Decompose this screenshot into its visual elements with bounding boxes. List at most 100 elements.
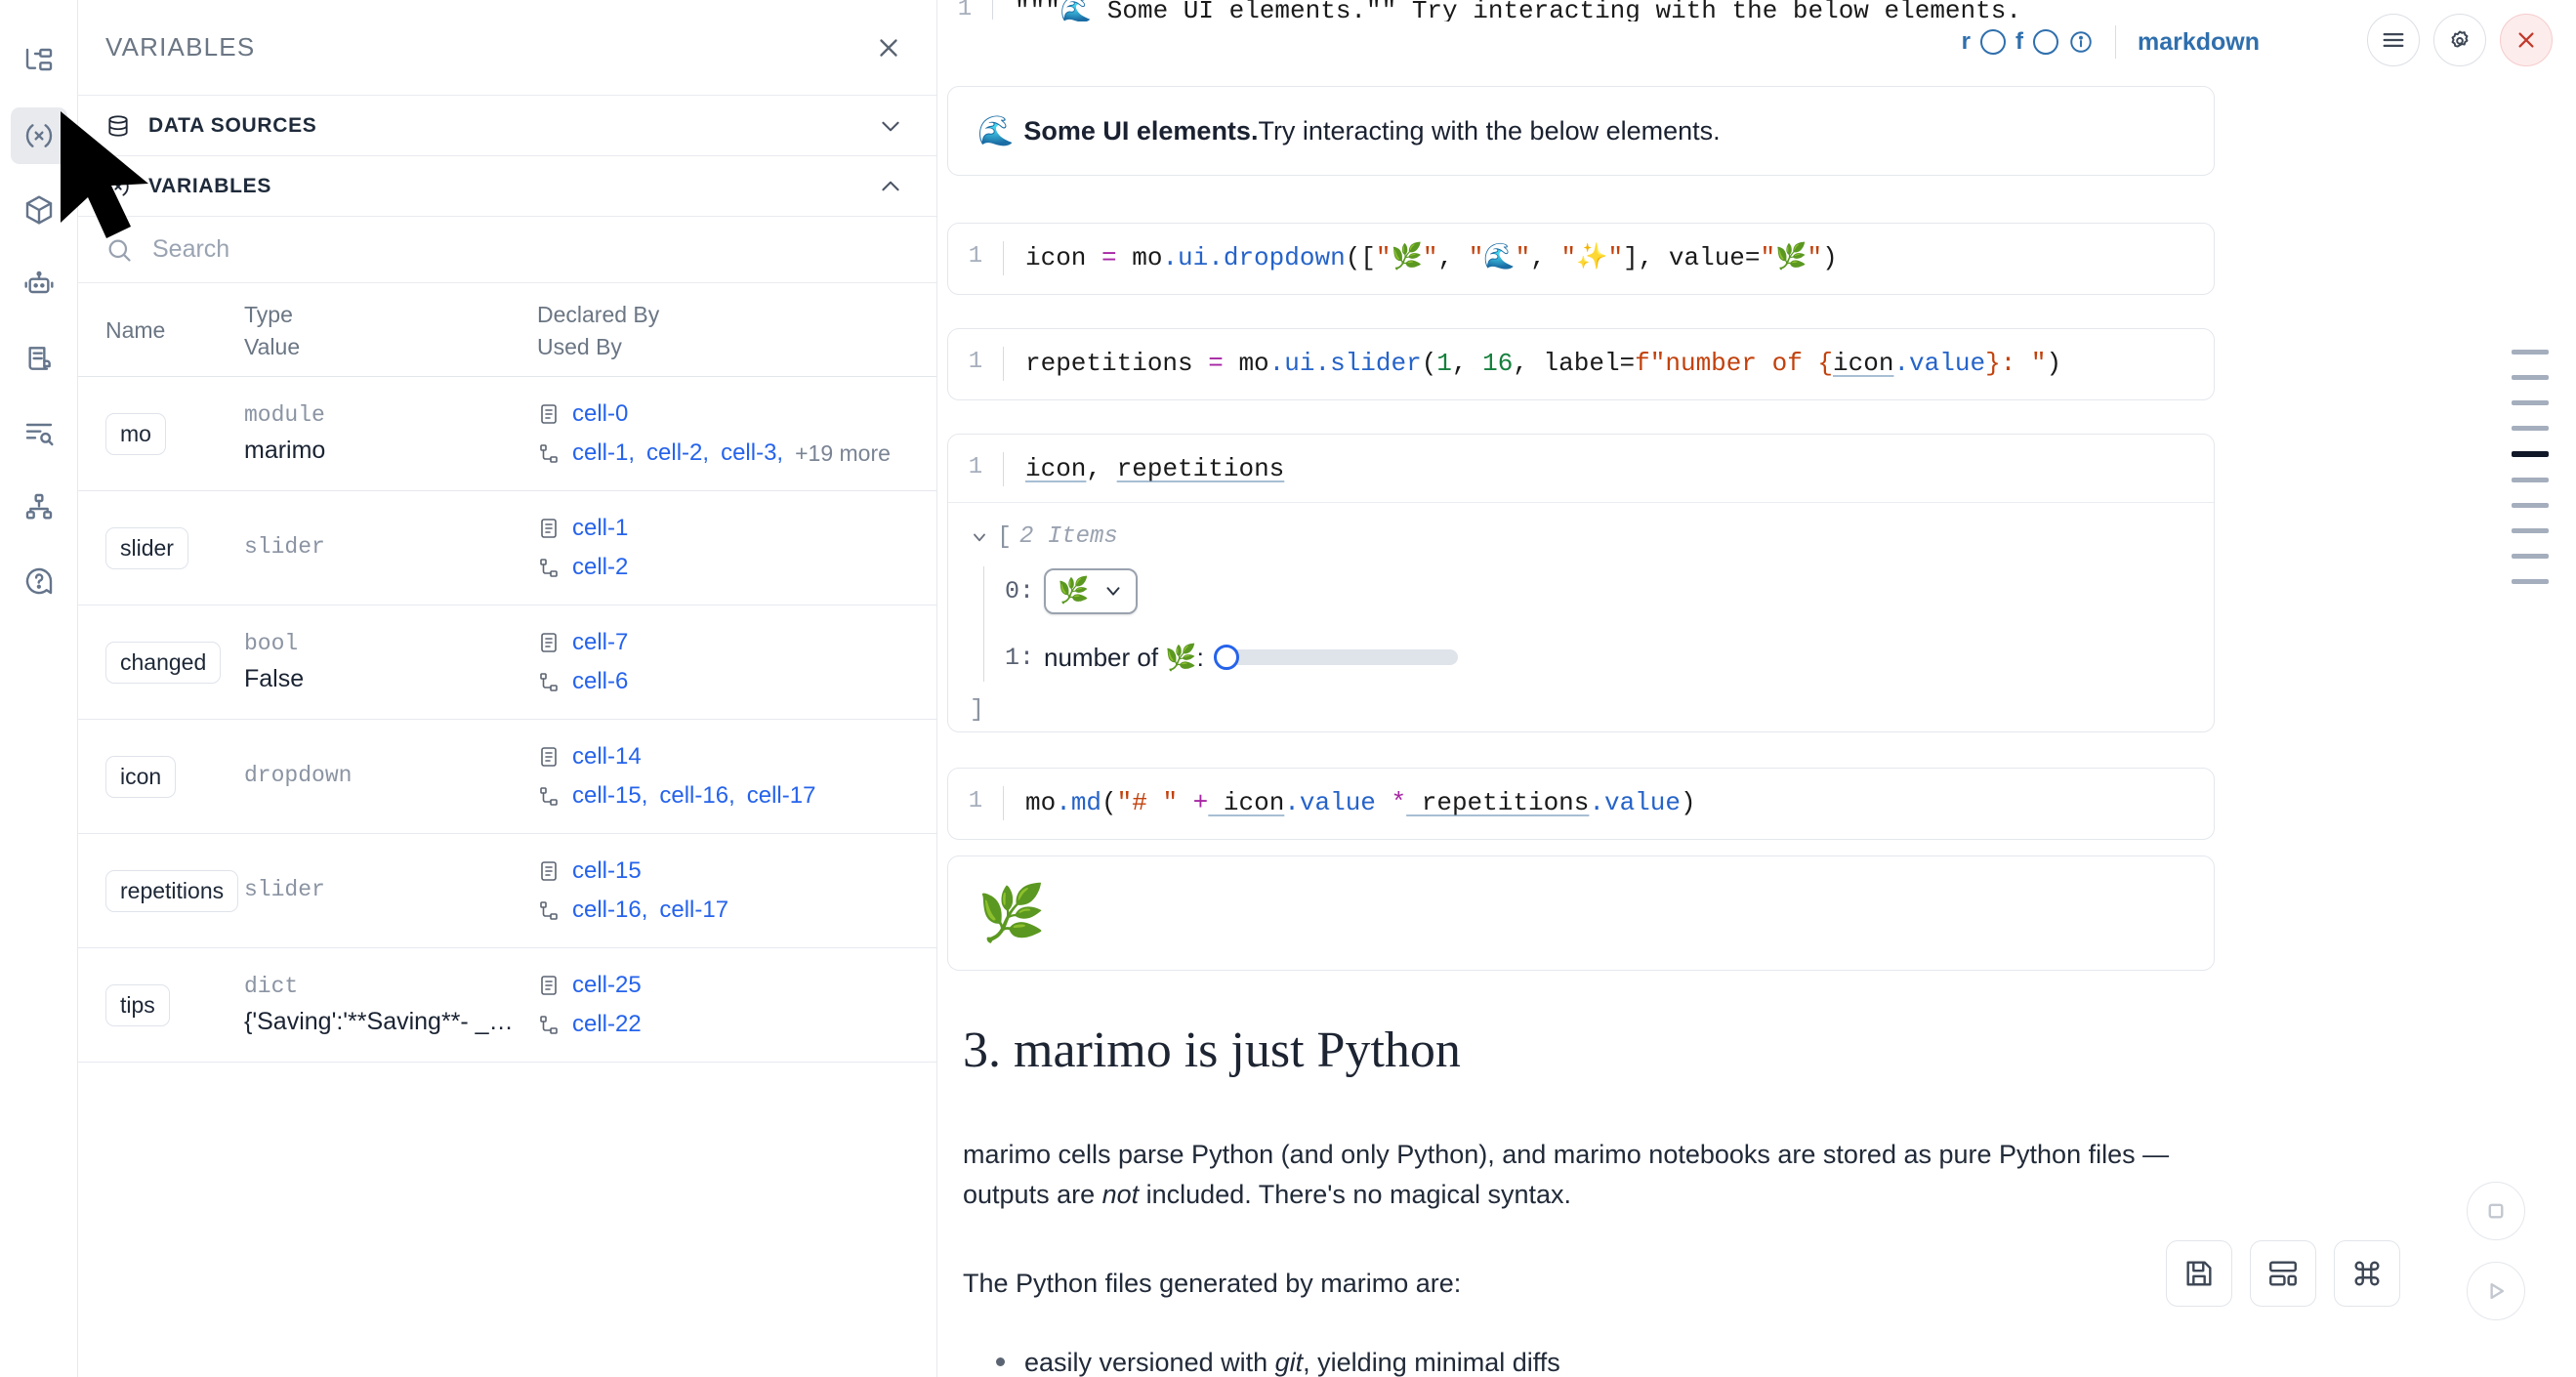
- sidebar-item-documentation[interactable]: [11, 330, 67, 387]
- cell-delete-button[interactable]: [2500, 14, 2553, 66]
- cell-link[interactable]: cell-2,: [646, 439, 710, 467]
- paragraph-1-part-b: included. There's no magical syntax.: [1139, 1180, 1572, 1210]
- minimap-bar[interactable]: [2512, 554, 2549, 559]
- sidebar-item-file-tree[interactable]: [11, 33, 67, 90]
- save-button[interactable]: [2166, 1240, 2232, 1307]
- minimap[interactable]: [2512, 350, 2549, 584]
- section-variables-label: VARIABLES: [148, 174, 272, 197]
- variable-name-chip[interactable]: icon: [105, 755, 177, 798]
- code-token: .value: [1284, 788, 1376, 817]
- cell-link[interactable]: cell-0: [572, 399, 629, 427]
- slider-thumb[interactable]: [1213, 645, 1239, 670]
- cell-link[interactable]: cell-22: [572, 1011, 642, 1038]
- outline-search-icon: [23, 417, 55, 448]
- sidebar-item-chat[interactable]: [11, 256, 67, 313]
- variable-value: {'Saving':'**Saving**- _Na…: [244, 1008, 518, 1036]
- code-token: ,: [1086, 454, 1117, 483]
- minimap-bar[interactable]: [2512, 528, 2549, 533]
- code-text-slider[interactable]: repetitions = mo.ui.slider(1, 16, label=…: [1025, 347, 2061, 381]
- panel-close-button[interactable]: [874, 33, 903, 63]
- cell-link[interactable]: cell-16,: [659, 782, 735, 810]
- variable-name-chip[interactable]: changed: [105, 641, 222, 684]
- used-by-line: cell-2: [537, 548, 921, 588]
- info-circle-icon[interactable]: [2068, 29, 2094, 55]
- markdown-output-rest: Try interacting with the below elements.: [1258, 115, 1721, 146]
- activity-bar: [0, 0, 78, 1377]
- layout-button[interactable]: [2250, 1240, 2316, 1307]
- run-button[interactable]: [2467, 1262, 2525, 1320]
- slider-control[interactable]: [1213, 645, 1458, 670]
- sidebar-item-help[interactable]: [11, 553, 67, 609]
- cell-link[interactable]: cell-17: [746, 782, 816, 810]
- used-by-line: cell-6: [537, 662, 921, 702]
- code-cell-slider[interactable]: 1 repetitions = mo.ui.slider(1, 16, labe…: [947, 328, 2215, 400]
- code-token: "🌊": [1468, 243, 1531, 272]
- search-input[interactable]: [152, 235, 909, 264]
- cell-link[interactable]: cell-6: [572, 668, 629, 695]
- minimap-bar[interactable]: [2512, 375, 2549, 380]
- code-cell-display[interactable]: 1 icon, repetitions [ 2 Items 0:: [947, 434, 2215, 732]
- flag-f-toggle[interactable]: [2032, 29, 2058, 55]
- cell-link[interactable]: cell-16,: [572, 897, 648, 924]
- variable-name-chip[interactable]: mo: [105, 412, 166, 455]
- search-icon: [105, 236, 133, 264]
- code-cell-md[interactable]: 1 mo.md("# " + icon.value * repetitions.…: [947, 768, 2215, 840]
- variable-name-chip[interactable]: tips: [105, 983, 170, 1026]
- list-item: 1: number of 🌿:: [1005, 629, 1458, 686]
- minimap-bar[interactable]: [2512, 503, 2549, 508]
- sidebar-item-variables[interactable]: [10, 107, 67, 164]
- cell-link[interactable]: cell-1,: [572, 439, 636, 467]
- cell-settings-button[interactable]: [2433, 14, 2486, 66]
- code-cell-dropdown[interactable]: 1 icon = mo.ui.dropdown(["🌿", "🌊", "✨"],…: [947, 223, 2215, 295]
- minimap-bar[interactable]: [2512, 350, 2549, 355]
- sidebar-item-outline[interactable]: [11, 404, 67, 461]
- cell-link[interactable]: cell-15: [572, 856, 642, 884]
- stop-button[interactable]: [2467, 1182, 2525, 1240]
- run-controls: [2467, 1182, 2525, 1320]
- code-text-display[interactable]: icon, repetitions: [1025, 452, 1284, 486]
- minimap-bar[interactable]: [2512, 478, 2549, 482]
- cell-link[interactable]: cell-3,: [721, 439, 784, 467]
- markdown-output-cell: 🌊 Some UI elements. Try interacting with…: [947, 86, 2215, 176]
- cell-link[interactable]: cell-14: [572, 742, 642, 770]
- code-text-dropdown[interactable]: icon = mo.ui.dropdown(["🌿", "🌊", "✨"], v…: [1025, 241, 1838, 275]
- paragraph-1-italic: not: [1101, 1180, 1140, 1210]
- cell-link[interactable]: cell-2: [572, 554, 629, 581]
- dropdown-control[interactable]: 🌿: [1044, 567, 1139, 614]
- cell-flags: r f: [1962, 28, 2094, 56]
- list-index-1: 1:: [1005, 643, 1035, 672]
- section-data-sources[interactable]: DATA SOURCES: [78, 96, 936, 156]
- cell-action-buttons: [2367, 14, 2553, 66]
- md-big-output-cell: 🌿: [947, 855, 2215, 971]
- more-count-label[interactable]: +19 more: [795, 440, 891, 467]
- cell-toolbar: r f markdown: [1150, 18, 2283, 66]
- sidebar-item-packages[interactable]: [11, 182, 67, 238]
- cell-link[interactable]: cell-25: [572, 971, 642, 998]
- cell-language-badge[interactable]: markdown: [2137, 27, 2260, 56]
- variable-type: dropdown: [244, 763, 353, 789]
- command-palette-button[interactable]: [2334, 1240, 2400, 1307]
- cell-link[interactable]: cell-1: [572, 514, 629, 541]
- cell-link[interactable]: cell-15,: [572, 782, 648, 810]
- code-token: mo: [1116, 243, 1163, 272]
- variable-name-chip[interactable]: slider: [105, 526, 188, 569]
- sidebar-item-dependency-graph[interactable]: [11, 479, 67, 535]
- cell-link[interactable]: cell-7: [572, 628, 629, 655]
- panel-header: VARIABLES: [78, 0, 936, 96]
- minimap-bar[interactable]: [2512, 400, 2549, 405]
- minimap-bar[interactable]: [2512, 579, 2549, 584]
- package-icon: [23, 194, 55, 226]
- wave-emoji: 🌊: [977, 114, 1015, 147]
- used-by-line: cell-22: [537, 1005, 921, 1045]
- section-variables[interactable]: VARIABLES: [78, 156, 936, 217]
- minimap-bar[interactable]: [2512, 426, 2549, 431]
- chevron-down-icon[interactable]: [970, 527, 989, 547]
- code-text-md[interactable]: mo.md("# " + icon.value * repetitions.va…: [1025, 786, 1696, 820]
- variable-name-chip[interactable]: repetitions: [105, 869, 239, 912]
- minimap-bar-active[interactable]: [2512, 451, 2549, 457]
- declared-by-line: cell-14: [537, 737, 921, 777]
- code-token: 16: [1482, 349, 1514, 378]
- cell-link[interactable]: cell-17: [659, 897, 729, 924]
- cell-menu-button[interactable]: [2367, 14, 2420, 66]
- flag-r-toggle[interactable]: [1979, 29, 2006, 55]
